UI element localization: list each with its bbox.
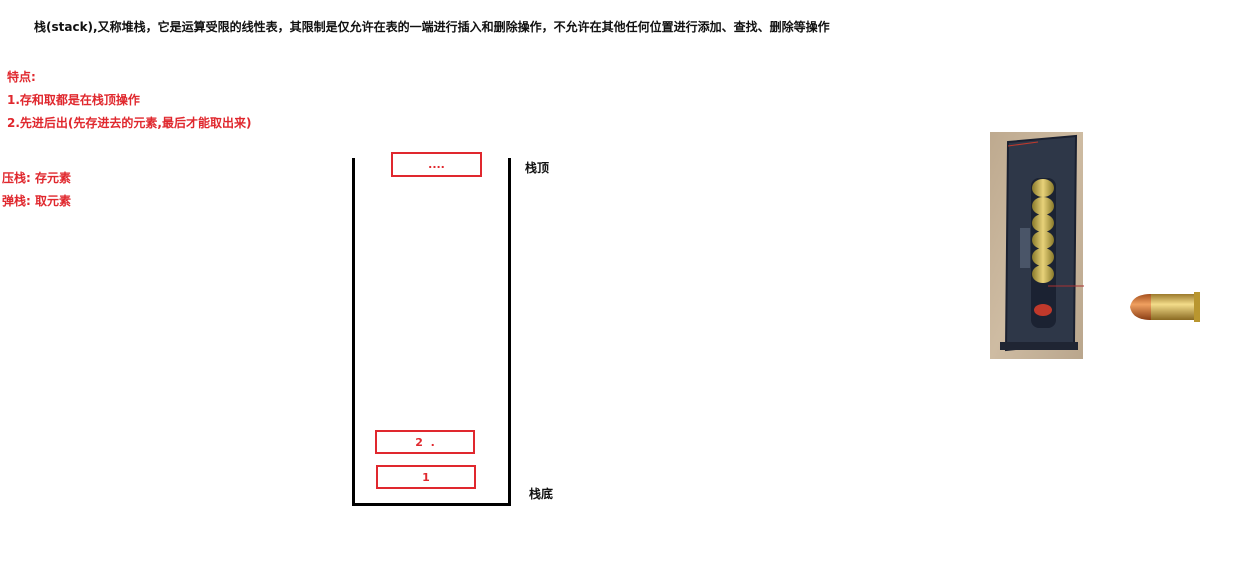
features-heading: 特点: [7, 70, 36, 84]
pop-operation: 弹栈: 取元素 [2, 194, 71, 208]
stack-bottom-label: 栈底 [529, 487, 554, 501]
stack-right-wall [508, 158, 511, 506]
magazine-illustration [990, 132, 1084, 359]
push-operation: 压栈: 存元素 [2, 171, 71, 185]
stack-element-top: .... [391, 152, 482, 177]
feature-item-2: 2.先进后出(先存进去的元素,最后才能取出来) [7, 116, 252, 130]
bullet-illustration [1130, 292, 1200, 322]
feature-item-1: 1.存和取都是在栈顶操作 [7, 93, 140, 107]
intro-text: 栈(stack),又称堆栈，它是运算受限的线性表，其限制是仅允许在表的一端进行插… [34, 20, 830, 34]
stack-bottom-wall [352, 503, 511, 506]
stack-element-2: 2 . [375, 430, 475, 454]
stack-top-label: 栈顶 [525, 161, 550, 175]
stack-element-1: 1 [376, 465, 476, 489]
stack-left-wall [352, 158, 355, 506]
